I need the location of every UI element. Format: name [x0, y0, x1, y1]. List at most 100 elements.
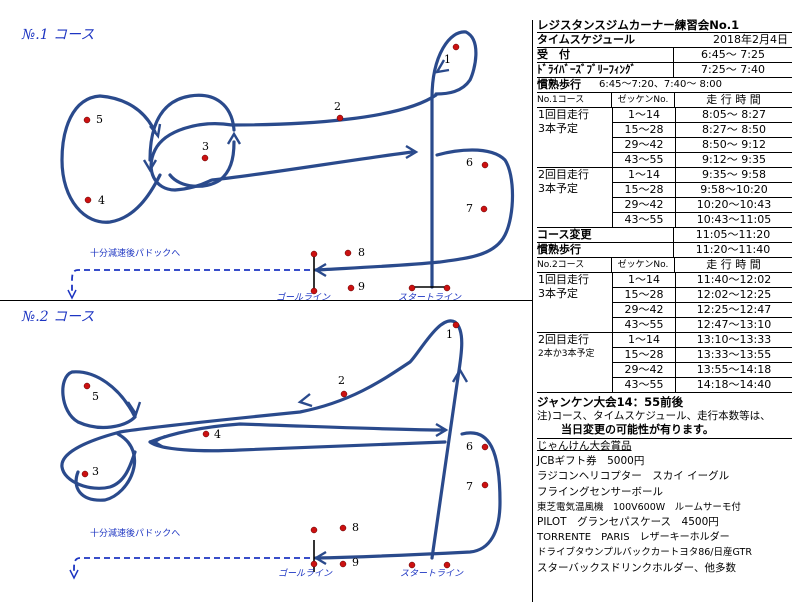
course1-cone-5	[83, 116, 91, 124]
prize-item: PILOT グランセパスケース 4500円	[537, 516, 719, 529]
zekken-cell: 15〜28	[613, 348, 676, 362]
walk-time: 6:45〜7:20、7:40〜 8:00	[599, 79, 723, 90]
group-label: 1回目走行	[538, 108, 589, 121]
zekken-cell: 1〜14	[613, 168, 676, 182]
course1-header-row: No.1コース ゼッケンNo. 走 行 時 間	[537, 93, 792, 108]
course2-track-start	[60, 319, 464, 560]
course2-goal-cone-b	[310, 560, 318, 568]
course2-start-cone-b	[443, 561, 451, 569]
zekken-cell: 43〜55	[613, 378, 676, 392]
time-cell: 14:18〜14:40	[696, 378, 772, 391]
course1-point-1: 1	[444, 53, 451, 66]
time-cell: 9:58〜10:20	[700, 183, 768, 196]
time-cell: 8:05〜 8:27	[702, 108, 766, 121]
zekken-cell: 43〜55	[613, 318, 676, 332]
prizes-title: じゃんけん大会賞品	[537, 440, 632, 452]
prize-item: フライングセンサーボール	[537, 485, 663, 498]
schedule-title-row: レジスタンスジムカーナー練習会No.1	[537, 18, 792, 33]
schedule-subtitle: タイムスケジュール	[537, 33, 636, 46]
course1-title: №.1 コース	[22, 27, 95, 43]
time-cell: 10:20〜10:43	[696, 198, 772, 211]
time-cell: 9:35〜 9:58	[702, 168, 766, 181]
course1-point-2: 2	[334, 100, 341, 113]
time-cell: 8:50〜 9:12	[702, 138, 766, 151]
zekken-cell: 43〜55	[613, 213, 676, 227]
table-row: 43〜55 14:18〜14:40	[613, 378, 792, 392]
course2-cone-3	[81, 470, 89, 478]
course2-point-4: 4	[214, 428, 221, 441]
zekken-cell: 15〜28	[613, 183, 676, 197]
course1-point-4: 4	[98, 194, 105, 207]
briefing-time: 7:25〜 7:40	[701, 63, 765, 76]
zekken-cell: 29〜42	[613, 138, 676, 152]
course2-header-time: 走 行 時 間	[706, 258, 761, 271]
course1-track-start	[430, 30, 478, 289]
course2-pit-label: 十分減速後パドックへ	[90, 527, 180, 539]
course1-cone-6	[481, 161, 489, 169]
course1-arrow-2	[405, 144, 419, 160]
course2-cone-7	[481, 481, 489, 489]
course2-arrow-1	[451, 367, 469, 383]
course2-point-8: 8	[352, 521, 359, 534]
prize-item: ラジコンヘリコプター スカイ イーグル	[537, 470, 730, 483]
walk2-row: 慣熟歩行 11:20〜11:40	[537, 243, 792, 258]
course1-arrow-5	[142, 159, 158, 173]
zekken-cell: 43〜55	[613, 153, 676, 167]
course1-header-time: 走 行 時 間	[706, 93, 761, 106]
course1-pit-arrow	[67, 289, 77, 300]
course1-point-9: 9	[358, 280, 365, 293]
table-row: 43〜55 10:43〜11:05	[613, 213, 792, 227]
time-cell: 10:43〜11:05	[696, 213, 772, 226]
zekken-cell: 29〜42	[613, 303, 676, 317]
course-divider	[0, 300, 532, 301]
course1-start-cone-b	[443, 284, 451, 292]
course1-pit-label: 十分減速後パドックへ	[90, 247, 180, 259]
course2-cone-5	[83, 382, 91, 390]
course1-cone-9	[347, 284, 355, 292]
course2-cone-9	[339, 560, 347, 568]
time-cell: 11:40〜12:02	[696, 273, 772, 286]
schedule-panel: レジスタンスジムカーナー練習会No.1 タイムスケジュール 2018年2月4日 …	[537, 18, 792, 576]
course2-track-figure	[74, 432, 137, 502]
course1-cone-2	[336, 114, 344, 122]
course2-arrow-2	[297, 393, 313, 408]
group-sublabel: 3本予定	[538, 182, 578, 195]
note-line-1: 注)コース、タイムスケジュール、走行本数等は、	[537, 410, 771, 422]
course1-pit-exit	[71, 269, 310, 294]
briefing-label: ﾄﾞﾗｲﾊﾞｰｽﾞﾌﾞﾘｰﾌｨﾝｸﾞ	[537, 63, 674, 77]
table-row: 1〜14 9:35〜 9:58	[613, 168, 792, 183]
prizes: じゃんけん大会賞品 JCBギフト券 5000円 ラジコンヘリコプター スカイ イ…	[537, 438, 792, 576]
course2-point-2: 2	[338, 374, 345, 387]
course2-goal-label: ゴールライン	[278, 568, 333, 579]
course2-point-9: 9	[352, 556, 359, 569]
group-label: 1回目走行	[538, 273, 589, 286]
course2-track-right	[314, 431, 502, 560]
course1-arrow-3	[226, 131, 242, 145]
course1-arrow-6	[313, 262, 327, 278]
prize-item: ドライブタウンプルバックカートヨタ86/日産GTR	[537, 547, 752, 559]
walk-row: 慣熟歩行 6:45〜7:20、7:40〜 8:00	[537, 78, 792, 93]
panel-divider	[532, 20, 533, 602]
course2-track-main	[148, 422, 447, 453]
course2-title: №.2 コース	[22, 309, 95, 325]
course2-arrow-4	[152, 434, 166, 450]
janken-time: ジャンケン大会14：55前後	[537, 395, 684, 409]
course1-cone-7	[480, 205, 488, 213]
course1-point-6: 6	[466, 156, 473, 169]
notes: ジャンケン大会14：55前後 注)コース、タイムスケジュール、走行本数等は、 当…	[537, 395, 792, 437]
group-label: 2回目走行	[538, 168, 589, 181]
walk-label: 慣熟歩行	[537, 78, 581, 91]
course1-point-8: 8	[358, 246, 365, 259]
reception-label: 受 付	[537, 48, 674, 62]
briefing-row: ﾄﾞﾗｲﾊﾞｰｽﾞﾌﾞﾘｰﾌｨﾝｸﾞ 7:25〜 7:40	[537, 63, 792, 78]
course1-goal-cone-b	[310, 287, 318, 295]
course-change-label: コース変更	[537, 228, 674, 242]
